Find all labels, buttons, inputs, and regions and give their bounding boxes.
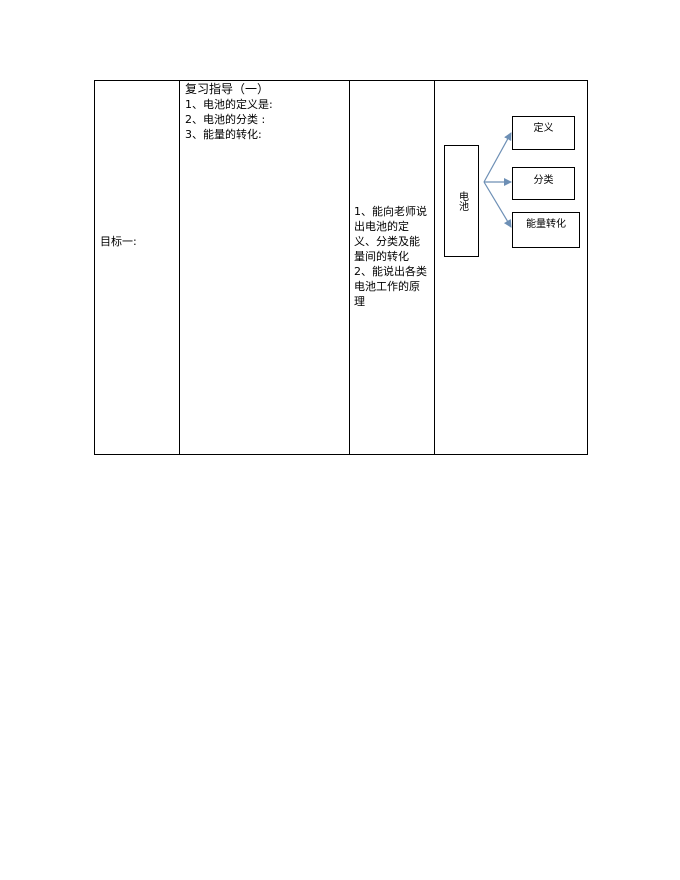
- arrow-to-definition: [483, 132, 512, 183]
- guide-item: 3、能量的转化:: [185, 128, 262, 141]
- guide-item: 1、电池的定义是:: [185, 98, 273, 111]
- requirement-item: 2、能说出各类电池工作的原理: [354, 265, 427, 308]
- definition-box: 定义: [512, 116, 575, 150]
- review-guide: 复习指导（一） 1、电池的定义是: 2、电池的分类 : 3、能量的转化:: [185, 82, 273, 142]
- classification-box: 分类: [512, 167, 575, 200]
- guide-title: 复习指导（一）: [185, 82, 270, 96]
- goal-label: 目标一:: [100, 235, 137, 248]
- concept-diagram: 电池 定义 分类 能量转化: [435, 81, 588, 455]
- lesson-table: 目标一: 复习指导（一） 1、电池的定义是: 2、电池的分类 : 3、能量的转化…: [94, 80, 588, 455]
- classification-label: 分类: [533, 175, 554, 186]
- requirements-text: 1、能向老师说出电池的定义、分类及能量间的转化 2、能说出各类电池工作的原理: [354, 204, 430, 309]
- guide-item: 2、电池的分类 :: [185, 113, 266, 126]
- diagram-cell: 电池 定义 分类 能量转化: [434, 80, 588, 455]
- battery-box: 电池: [444, 145, 479, 257]
- arrow-to-energy-conversion: [483, 181, 512, 228]
- diagram-arrows: [483, 132, 512, 228]
- definition-label: 定义: [533, 123, 554, 134]
- energy-conversion-label: 能量转化: [526, 219, 566, 230]
- guide-cell: 复习指导（一） 1、电池的定义是: 2、电池的分类 : 3、能量的转化:: [179, 80, 350, 455]
- requirements-cell: 1、能向老师说出电池的定义、分类及能量间的转化 2、能说出各类电池工作的原理: [349, 80, 435, 455]
- goal-cell: 目标一:: [94, 80, 180, 455]
- requirement-item: 1、能向老师说出电池的定义、分类及能量间的转化: [354, 205, 427, 263]
- energy-conversion-box: 能量转化: [512, 212, 580, 248]
- battery-label: 电池: [456, 191, 468, 211]
